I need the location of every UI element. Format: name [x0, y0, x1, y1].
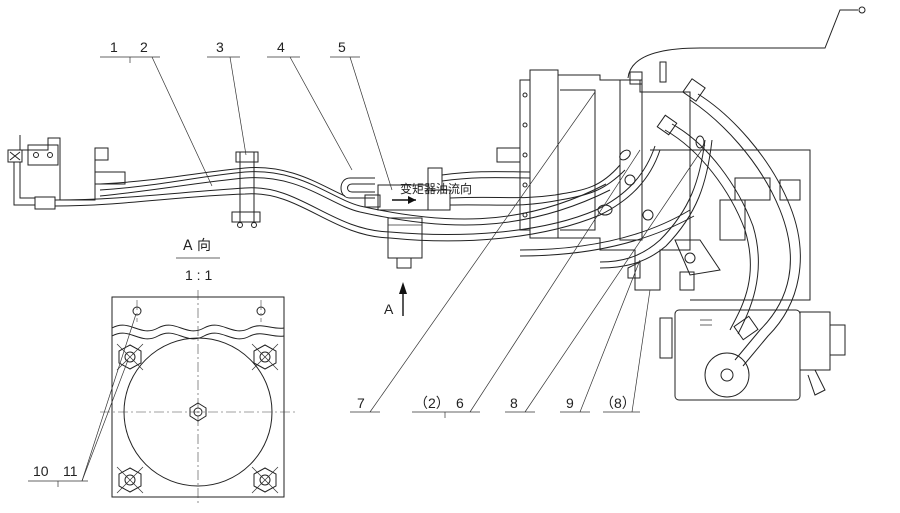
callouts-top — [100, 56, 393, 191]
callout-6-ref: （2） — [414, 395, 450, 411]
callout-8: 8 — [510, 395, 518, 411]
callout-10: 10 — [33, 463, 49, 479]
callout-4: 4 — [277, 39, 285, 55]
a-view-scale: 1 : 1 — [185, 267, 212, 283]
callout-2: 2 — [140, 39, 148, 55]
bolt-top-left — [116, 343, 144, 371]
loop-pipe — [340, 177, 375, 199]
bolt-top-right — [251, 343, 279, 371]
callout-9-ref: （8） — [600, 395, 636, 411]
pipe-bundle-left — [54, 167, 391, 239]
lower-gearbox — [659, 309, 846, 401]
view-arrow-label: A — [384, 301, 394, 317]
flow-direction-label: 变矩器油流向 — [400, 181, 472, 196]
callouts-bottom — [350, 91, 706, 418]
callout-9: 9 — [566, 395, 574, 411]
pipe-clamp — [231, 151, 261, 228]
pipe-fittings — [597, 135, 705, 216]
oil-filter — [364, 167, 451, 269]
a-view-detail: A 向 1 : 1 — [28, 238, 296, 505]
bolt-bottom-right — [251, 466, 279, 494]
bolt-bottom-left — [116, 466, 144, 494]
a-view-title: A 向 — [183, 238, 211, 254]
pipes-right — [599, 6, 866, 367]
pipes-to-transmission — [359, 145, 695, 257]
callout-6: 6 — [456, 395, 464, 411]
view-arrow: A — [384, 282, 407, 317]
callout-3: 3 — [216, 39, 224, 55]
callout-7: 7 — [357, 395, 365, 411]
callout-5: 5 — [338, 39, 346, 55]
callout-1: 1 — [110, 39, 118, 55]
callout-11: 11 — [63, 463, 78, 479]
transmission-housing — [496, 61, 811, 301]
